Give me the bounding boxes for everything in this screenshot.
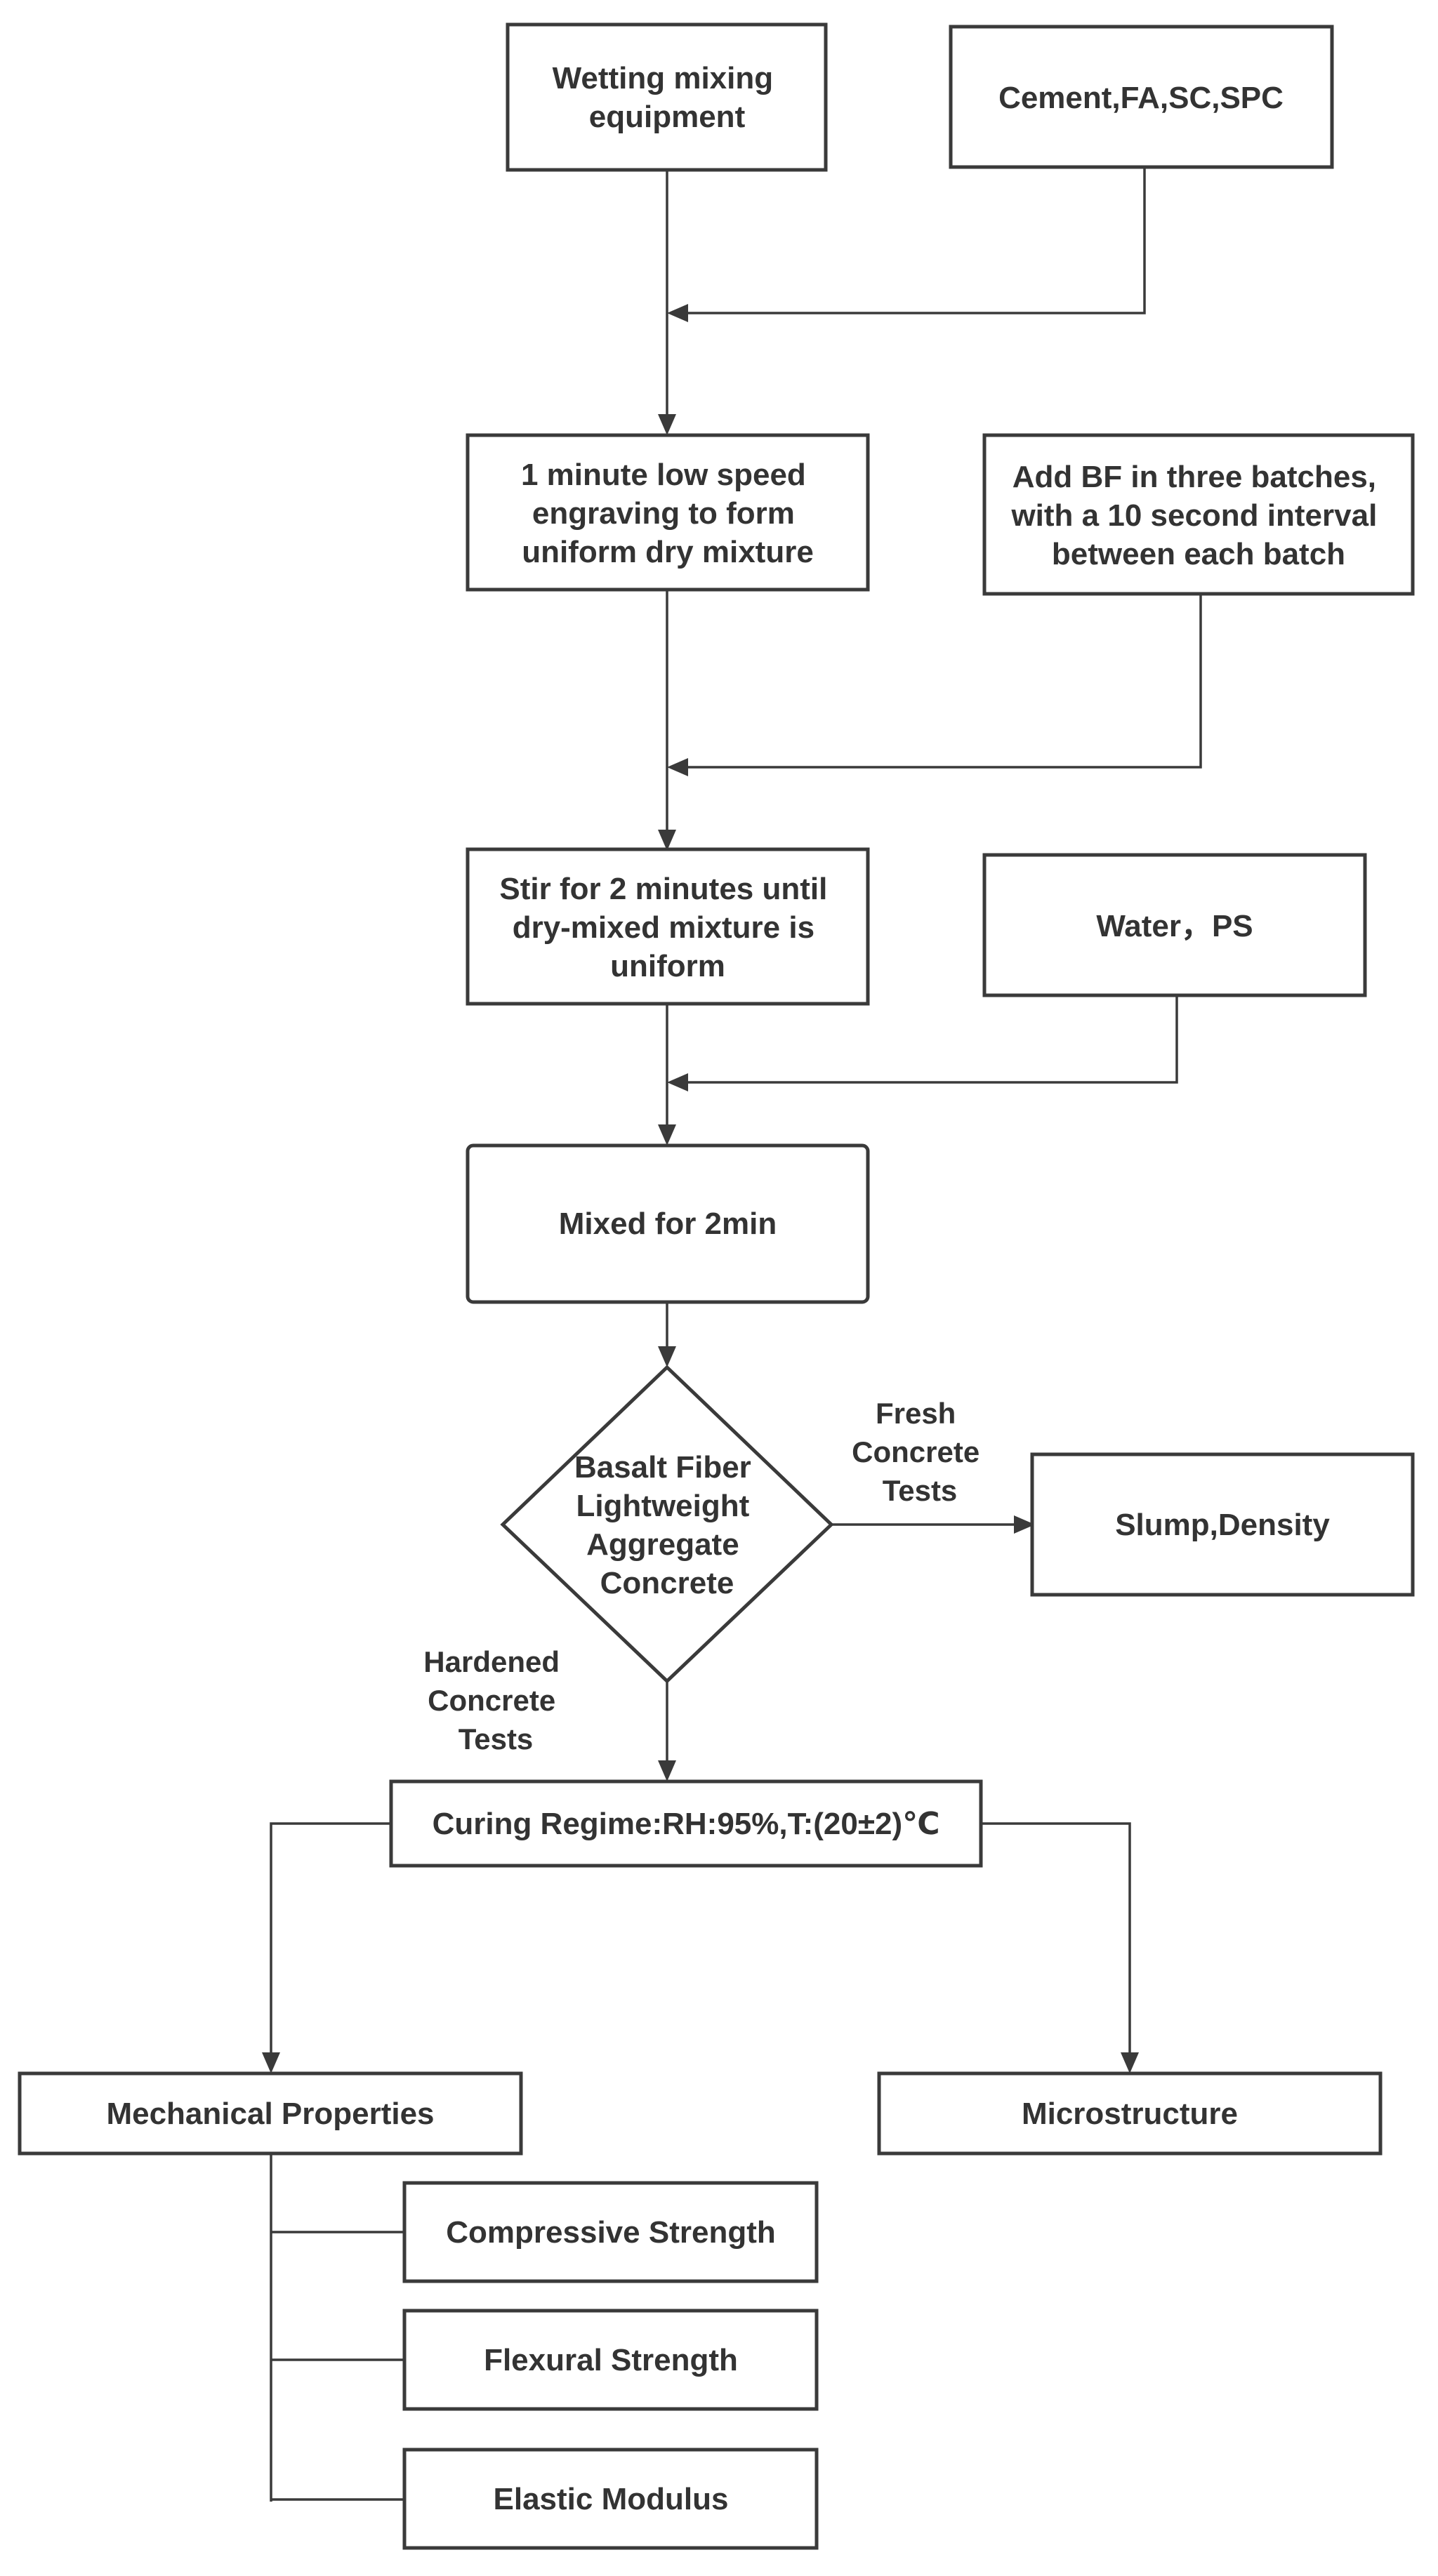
- slump-label: Slump,Density: [1115, 1508, 1330, 1542]
- edge-curing-to-micro: [981, 1822, 1131, 2057]
- elastic-label: Elastic Modulus: [494, 2482, 729, 2516]
- wetting-box: [506, 22, 828, 172]
- decision-label: Basalt Fiber Lightweight Aggregate Concr…: [574, 1450, 760, 1600]
- add-bf-label: Add BF in three batches, with a 10 secon…: [1010, 460, 1385, 571]
- low-speed-box: [466, 433, 870, 592]
- arrowhead: [658, 1760, 676, 1781]
- node-labels: Wetting mixing equipment Cement,FA,SC,SP…: [106, 61, 1385, 2516]
- slump-box: [1030, 1452, 1415, 1597]
- decision-diamond: [500, 1365, 834, 1684]
- wetting-label: Wetting mixing equipment: [553, 61, 782, 134]
- cement-box: [949, 25, 1334, 169]
- arrowhead: [658, 830, 676, 851]
- mixed-box: [466, 1143, 870, 1304]
- arrowhead: [667, 758, 688, 776]
- arrowhead: [1121, 2052, 1139, 2073]
- low-speed-label: 1 minute low speed engraving to form uni…: [521, 458, 814, 569]
- edge-cement-merge: [685, 167, 1146, 314]
- arrowhead: [667, 304, 688, 322]
- mechanical-label: Mechanical Properties: [106, 2097, 434, 2131]
- water-label: Water，PS: [1096, 909, 1253, 943]
- mixed-label: Mixed for 2min: [559, 1207, 777, 1241]
- curing-box: [389, 1779, 983, 1868]
- edge-labels: Fresh Concrete Tests Hardened Concrete T…: [423, 1397, 988, 1755]
- arrowhead: [262, 2052, 280, 2073]
- micro-label: Microstructure: [1022, 2097, 1238, 2131]
- stir-label: Stir for 2 minutes until dry-mixed mixtu…: [499, 872, 836, 983]
- fresh-tests-label: Fresh Concrete Tests: [852, 1397, 988, 1507]
- cement-label: Cement,FA,SC,SPC: [998, 81, 1284, 115]
- arrowhead: [658, 414, 676, 435]
- edge-addbf-merge: [685, 594, 1202, 769]
- edge-water-merge: [685, 995, 1178, 1084]
- flexural-box: [402, 2309, 819, 2411]
- arrowhead: [1014, 1515, 1035, 1534]
- arrowhead: [667, 1073, 688, 1091]
- mechanical-box: [18, 2071, 523, 2156]
- water-box: [982, 853, 1367, 997]
- compressive-box: [402, 2181, 819, 2283]
- micro-box: [877, 2071, 1383, 2156]
- connectors: [270, 167, 1202, 2502]
- curing-label: Curing Regime:RH:95%,T:(20±2)℃: [433, 1807, 940, 1841]
- edge-curing-to-mechanical: [270, 1822, 391, 2057]
- stir-box: [466, 847, 870, 1006]
- node-shapes: [18, 22, 1415, 2550]
- add-bf-box: [982, 433, 1415, 596]
- arrowheads: [262, 304, 1139, 2073]
- hardened-tests-label: Hardened Concrete Tests: [423, 1645, 567, 1755]
- arrowhead: [658, 1346, 676, 1367]
- arrowhead: [658, 1124, 676, 1146]
- elastic-box: [402, 2448, 819, 2550]
- flexural-label: Flexural Strength: [484, 2343, 738, 2377]
- compressive-label: Compressive Strength: [446, 2215, 775, 2250]
